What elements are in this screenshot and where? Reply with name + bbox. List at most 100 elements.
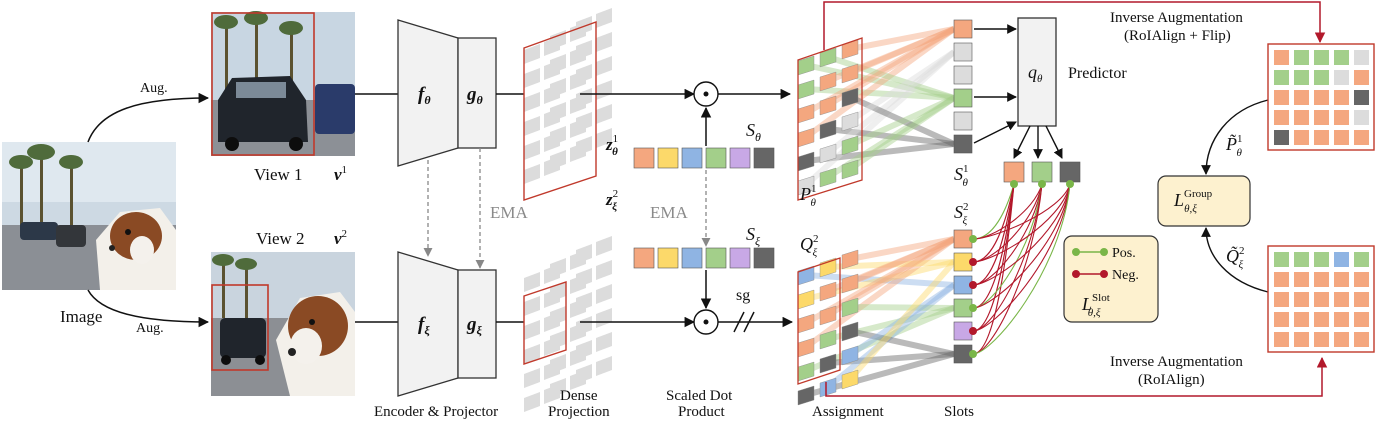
prototype-purple	[729, 247, 751, 269]
view1-label: View 1	[254, 165, 303, 184]
aligned-cell-blue	[1334, 252, 1349, 267]
caption-slots: Slots	[944, 404, 974, 420]
prototype-green	[705, 147, 727, 169]
negative-pair-line	[972, 183, 1071, 263]
pair-endpoint	[969, 350, 977, 358]
dense-cell	[524, 116, 540, 136]
sg-slash-2	[743, 311, 755, 333]
assignment-link	[805, 86, 955, 101]
assignment-cell	[797, 103, 815, 124]
pair-endpoint	[969, 327, 977, 335]
dense-cell	[570, 118, 586, 138]
dense-cell	[524, 92, 540, 112]
assignment-link	[849, 26, 955, 52]
slot-green	[953, 88, 973, 108]
assignment-cell	[797, 289, 815, 310]
assignment-cell	[841, 345, 859, 366]
aligned-cell-orange	[1354, 312, 1369, 327]
grid-bottom-to-loss	[1201, 227, 1269, 293]
prototype-purple	[729, 147, 751, 169]
view2-image	[211, 252, 355, 396]
dense-cell	[544, 132, 560, 152]
slot-lightgray	[953, 42, 973, 62]
assignment-cell	[819, 377, 837, 398]
aligned-cell-green	[1274, 252, 1289, 267]
dense-cell	[596, 308, 612, 328]
dot-product-top	[693, 81, 719, 107]
dense-cell	[570, 94, 586, 114]
aligned-cell-orange	[1294, 312, 1309, 327]
caption-encoder-projector: Encoder & Projector	[374, 404, 498, 420]
assignment-cell	[797, 385, 815, 406]
prototype-dark	[753, 247, 775, 269]
assignment-cell	[819, 167, 837, 188]
assignment-link	[803, 49, 957, 188]
aligned-cell-lightgray	[1334, 70, 1349, 85]
aug-arrow-bottom	[87, 289, 210, 328]
prototype-blue	[681, 247, 703, 269]
assignment-link	[848, 236, 956, 286]
aligned-cell-green	[1294, 70, 1309, 85]
assignment-grid-online	[797, 37, 863, 201]
dense-cell	[524, 68, 540, 88]
dense-cell	[544, 360, 560, 380]
dense-cell	[524, 164, 540, 184]
aligned-cell-lightgray	[1354, 50, 1369, 65]
aligned-cell-green	[1294, 50, 1309, 65]
dense-cell	[570, 346, 586, 366]
prototype-dark	[753, 147, 775, 169]
slot-to-pred-3	[973, 121, 1017, 144]
dense-cell	[570, 70, 586, 90]
dense-projection-online	[523, 8, 612, 201]
prototypes-target	[633, 247, 775, 269]
aligned-cell-orange	[1274, 332, 1289, 347]
assignment-cell	[797, 79, 815, 100]
dense-cell	[596, 128, 612, 148]
dense-cell	[596, 356, 612, 376]
aligned-cell-orange	[1354, 272, 1369, 287]
assignment-cell	[841, 87, 859, 108]
view1-symbol: v1	[334, 164, 347, 184]
aligned-cell-orange	[1354, 70, 1369, 85]
dense-cell	[524, 296, 540, 316]
caption-dot-2: Product	[678, 404, 725, 420]
aligned-cell-orange	[1274, 312, 1289, 327]
aug-bottom-label: Aug.	[136, 321, 164, 336]
slots-online	[953, 19, 973, 154]
dense-cell	[544, 264, 560, 284]
aligned-cell-orange	[1274, 50, 1289, 65]
assignment-link	[826, 282, 956, 390]
aligned-cell-green	[1334, 50, 1349, 65]
caption-dense-2: Projection	[548, 404, 610, 420]
positive-pair-line	[972, 183, 1043, 309]
assignment-cell	[797, 313, 815, 334]
online-encoder: fθ gθ	[397, 19, 497, 167]
ema-left-label: EMA	[490, 203, 529, 222]
assignment-crop-box	[797, 37, 863, 201]
aligned-cell-orange	[1314, 292, 1329, 307]
aligned-cell-orange	[1334, 272, 1349, 287]
inv-aug-bot-line2: (RoIAlign)	[1138, 372, 1205, 388]
pair-endpoint	[1038, 180, 1046, 188]
aligned-cell-orange	[1274, 292, 1289, 307]
dense-cell	[570, 142, 586, 162]
pair-endpoint	[969, 281, 977, 289]
assignment-link	[847, 260, 957, 381]
dense-cell	[596, 8, 612, 28]
aligned-cell-orange	[1314, 332, 1329, 347]
assignment-link	[848, 26, 956, 76]
prototype-yellow	[657, 147, 679, 169]
aligned-cell-green	[1354, 252, 1369, 267]
assignment-link	[804, 236, 956, 350]
assignment-link	[848, 49, 956, 124]
input-image	[2, 142, 176, 290]
prototype-green	[705, 247, 727, 269]
aligned-grid-target	[1267, 245, 1375, 353]
assignment-link	[848, 95, 956, 148]
assignment-cell	[841, 297, 859, 318]
dense-cell	[524, 44, 540, 64]
aligned-cell-orange	[1274, 110, 1289, 125]
positive-pair-line	[972, 183, 1071, 355]
